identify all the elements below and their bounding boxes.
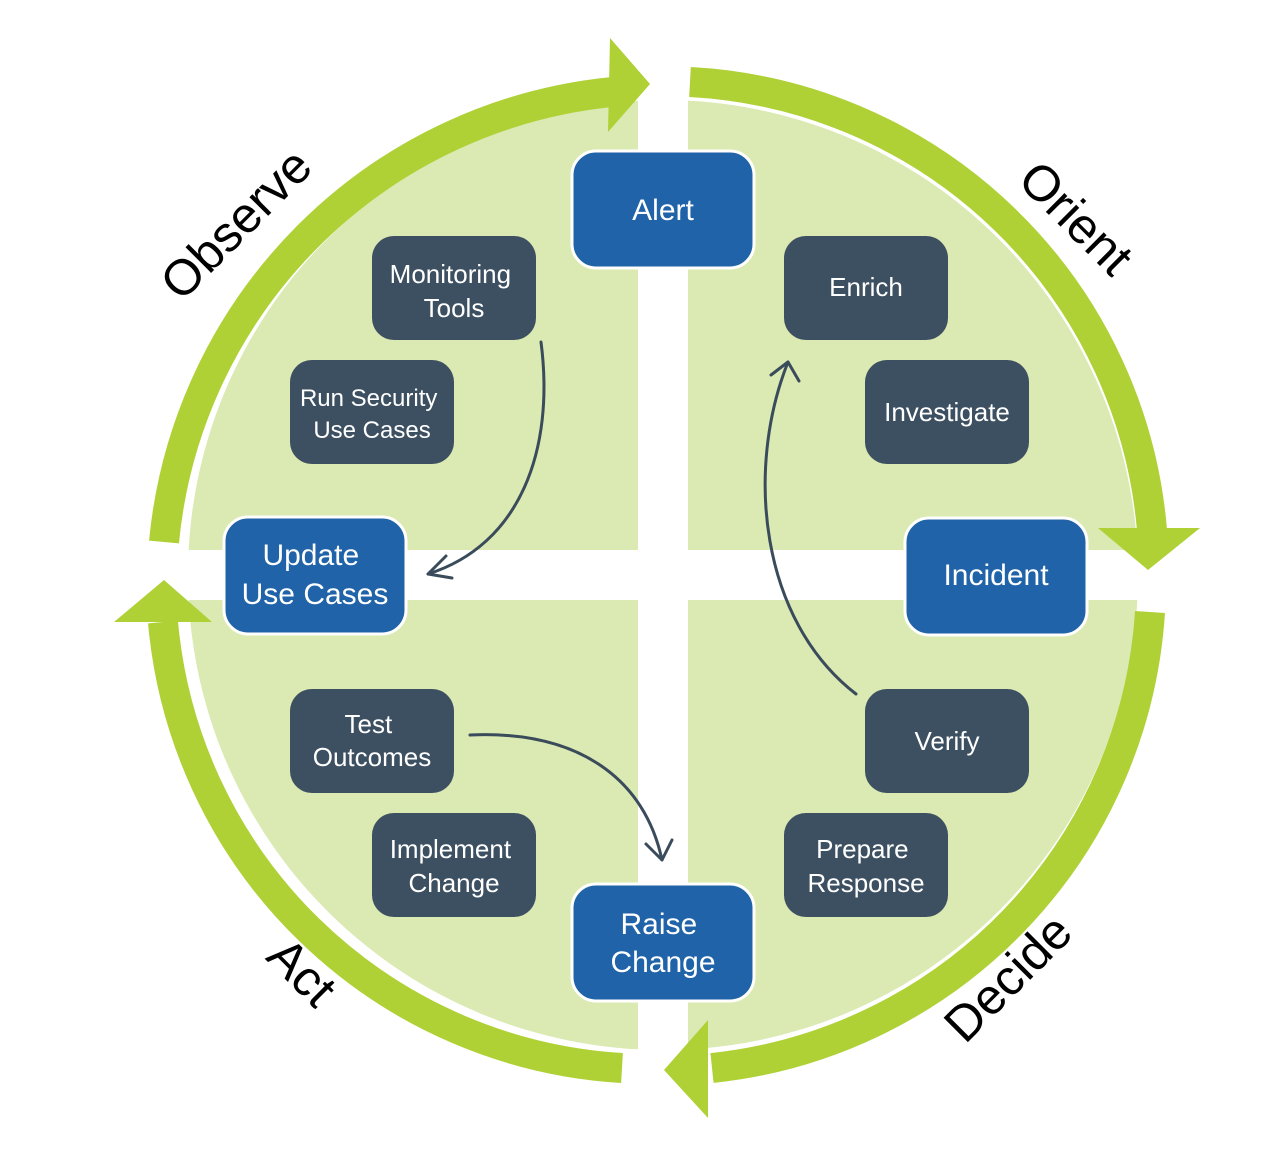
connector-verify-to-enrich xyxy=(763,360,858,696)
node-update-use-cases[interactable]: Update Use Cases xyxy=(222,515,408,636)
connector-monitoring-to-update xyxy=(426,340,546,576)
cycle-arrowheads xyxy=(114,38,1200,1118)
node-alert-label: Alert xyxy=(632,194,694,227)
connector-monitoring-to-update-arrowhead xyxy=(426,554,454,580)
decide-arrowhead xyxy=(664,1020,708,1118)
node-prepare-response-label: Prepare Response xyxy=(807,834,924,898)
node-investigate[interactable]: Investigate xyxy=(865,360,1029,464)
node-implement-change[interactable]: Implement Change xyxy=(372,813,536,917)
node-run-security-use-cases-label: Run Security Use Cases xyxy=(300,385,444,444)
node-implement-change-label: Implement Change xyxy=(390,834,519,898)
orient-arrowhead xyxy=(1098,528,1200,570)
node-incident[interactable]: Incident xyxy=(903,516,1089,637)
node-prepare-response[interactable]: Prepare Response xyxy=(784,813,948,917)
connectors xyxy=(426,340,858,862)
connector-test-to-raise xyxy=(468,733,664,862)
act-arrowhead xyxy=(114,580,212,622)
node-update-use-cases-label: Update Use Cases xyxy=(242,539,389,611)
node-run-security-use-cases[interactable]: Run Security Use Cases xyxy=(290,360,454,464)
node-raise-change[interactable]: Raise Change xyxy=(570,882,756,1003)
connector-test-to-raise-arrowhead xyxy=(644,838,674,862)
node-enrich[interactable]: Enrich xyxy=(784,236,948,340)
primary-nodes: Alert Incident Raise Change Update Use C… xyxy=(222,149,1089,1003)
secondary-nodes: Monitoring Tools Run Security Use Cases … xyxy=(290,236,1029,917)
node-enrich-label: Enrich xyxy=(829,272,903,302)
node-investigate-label: Investigate xyxy=(884,397,1010,427)
node-test-outcomes[interactable]: Test Outcomes xyxy=(290,689,454,793)
connector-verify-to-enrich-arrowhead xyxy=(769,360,801,383)
node-monitoring-tools-label: Monitoring Tools xyxy=(390,259,519,323)
observe-arc xyxy=(149,77,614,544)
node-incident-label: Incident xyxy=(943,559,1049,592)
decide-arc xyxy=(710,611,1165,1083)
node-verify[interactable]: Verify xyxy=(865,689,1029,793)
node-alert[interactable]: Alert xyxy=(570,149,756,270)
node-verify-label: Verify xyxy=(914,726,979,756)
orient-arc xyxy=(689,67,1167,532)
node-monitoring-tools[interactable]: Monitoring Tools xyxy=(372,236,536,340)
node-test-outcomes-label: Test Outcomes xyxy=(313,709,432,772)
node-raise-change-label: Raise Change xyxy=(610,908,715,979)
act-arc xyxy=(148,620,623,1083)
observe-arrowhead xyxy=(608,38,650,132)
cycle-ring xyxy=(148,67,1167,1083)
